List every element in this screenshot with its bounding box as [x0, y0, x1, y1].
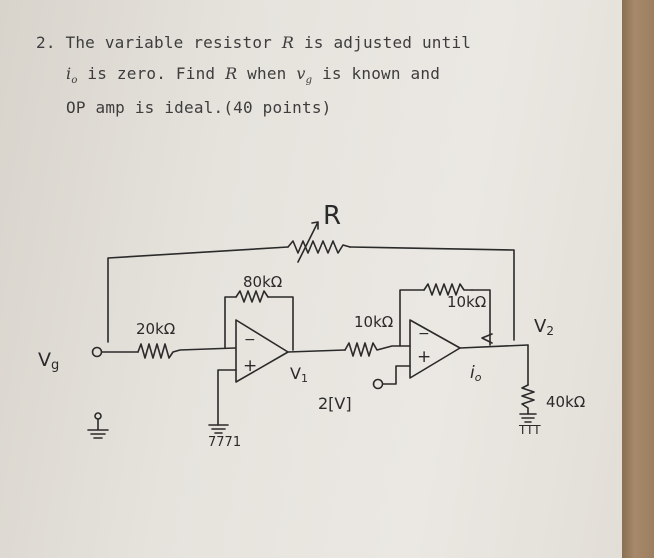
ground-symbol-left: [87, 418, 109, 439]
opamp2-plus: +: [417, 347, 431, 367]
paper-sheet: [0, 0, 622, 558]
vg-label: Vg: [38, 349, 59, 373]
feedback-wire: [107, 246, 515, 343]
wire-source: [382, 365, 411, 385]
rload-label: 40kΩ: [546, 393, 585, 411]
ground-hatch-load: TTT: [518, 423, 541, 437]
var-res-label: R: [323, 201, 341, 231]
ground-symbol-load: [519, 413, 537, 423]
resistor-10k-feedback: [423, 283, 473, 296]
question-text-2b: when: [247, 64, 287, 83]
question-number: 2.: [36, 33, 56, 52]
variable-resistor-arrow: [297, 221, 319, 263]
variable-io: io: [66, 64, 78, 87]
v1-label: V1: [290, 364, 308, 385]
r2-label: 10kΩ: [354, 313, 393, 331]
ground-symbol-opamp1: [208, 424, 229, 434]
question-text-1b: is adjusted until: [303, 33, 472, 52]
source-terminal: [372, 378, 384, 390]
io-label: io: [470, 363, 482, 384]
opamp2-minus: −: [418, 326, 430, 342]
question-text-2a: is zero. Find: [87, 64, 216, 83]
resistor-10k-input: [344, 342, 411, 357]
opamp-1: [235, 319, 289, 383]
variable-vg: vg: [296, 64, 313, 87]
opamp1-plus-wire: [217, 369, 237, 426]
variable-R: R: [281, 33, 295, 52]
rf2-label: 10kΩ: [447, 293, 486, 311]
resistor-20k: [137, 343, 236, 359]
question-line-2: io is zero. Find R when vg is known and: [66, 64, 440, 86]
io-arrow: [481, 333, 493, 344]
wire-opamp2-feedback: [399, 289, 491, 347]
opamp1-minus: −: [244, 332, 256, 348]
variable-R-2: R: [225, 64, 238, 83]
wire-v1: [287, 349, 346, 353]
question-line-3: OP amp is ideal.(40 points): [66, 98, 332, 117]
question-line-1: 2. The variable resistor R is adjusted u…: [36, 33, 471, 52]
ground-terminal: [94, 412, 102, 420]
r1-label: 20kΩ: [136, 320, 175, 338]
ground-hatch-1: 7771: [208, 435, 241, 450]
opamp1-plus: +: [243, 356, 257, 376]
question-text-1a: The variable resistor: [65, 33, 273, 52]
variable-resistor-R: [287, 240, 351, 254]
resistor-40k: [521, 384, 535, 415]
wire-output: [459, 344, 529, 349]
source-label: 2[V]: [318, 394, 352, 413]
v2-label: V2: [534, 316, 554, 338]
resistor-80k: [235, 290, 269, 303]
rf1-label: 80kΩ: [243, 273, 282, 291]
opamp-2: [409, 319, 461, 379]
vg-terminal: [91, 346, 103, 358]
desk-edge: [622, 0, 654, 558]
wire-opamp1-feedback: [224, 296, 294, 351]
question-text-3: OP amp is ideal.(40 points): [66, 98, 332, 117]
question-text-2c: is known and: [322, 64, 441, 83]
